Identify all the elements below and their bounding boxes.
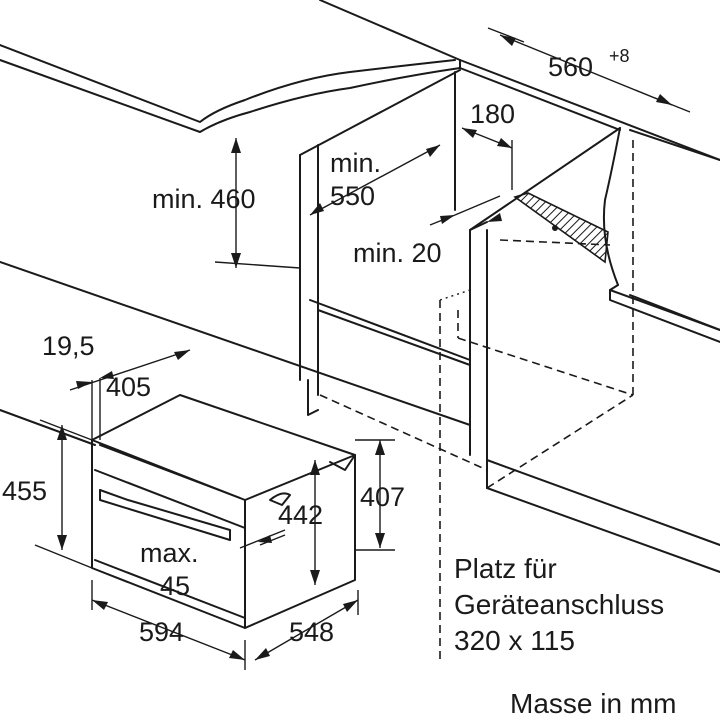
notes: Platz für Geräteanschluss 320 x 115 Mass… [454, 553, 676, 718]
connection-note-line1: Platz für [454, 553, 557, 584]
dim-405: 405 [106, 372, 151, 402]
dimension-lines [34, 27, 691, 670]
dim-max-prefix: max. [140, 538, 199, 568]
oven-appliance [91, 394, 356, 629]
dim-455: 455 [2, 476, 47, 506]
dim-min-460: min. 460 [152, 184, 256, 214]
dim-548: 548 [289, 617, 334, 647]
dim-min-20: min. 20 [353, 238, 442, 268]
dim-180: 180 [470, 99, 515, 129]
dimension-labels: 560 +8 180 min. 460 min. 550 min. 20 19,… [2, 46, 630, 647]
niche-side [469, 127, 720, 489]
shelf [0, 261, 720, 660]
dim-max-value: 45 [160, 571, 190, 601]
upper-cabinet [0, 0, 720, 396]
connection-note-line2: Geräteanschluss [454, 589, 664, 620]
dim-560-tolerance: +8 [609, 46, 630, 66]
connection-note-line3: 320 x 115 [454, 625, 575, 656]
units-note: Masse in mm [510, 688, 676, 718]
dim-min-550-value: 550 [330, 181, 375, 211]
dim-442: 442 [278, 500, 323, 530]
dim-560: 560 [548, 52, 593, 82]
dim-594: 594 [139, 617, 184, 647]
dim-19-5: 19,5 [42, 331, 95, 361]
dim-min-550-prefix: min. [330, 148, 381, 178]
dim-407: 407 [360, 482, 405, 512]
connection-box [513, 192, 609, 264]
